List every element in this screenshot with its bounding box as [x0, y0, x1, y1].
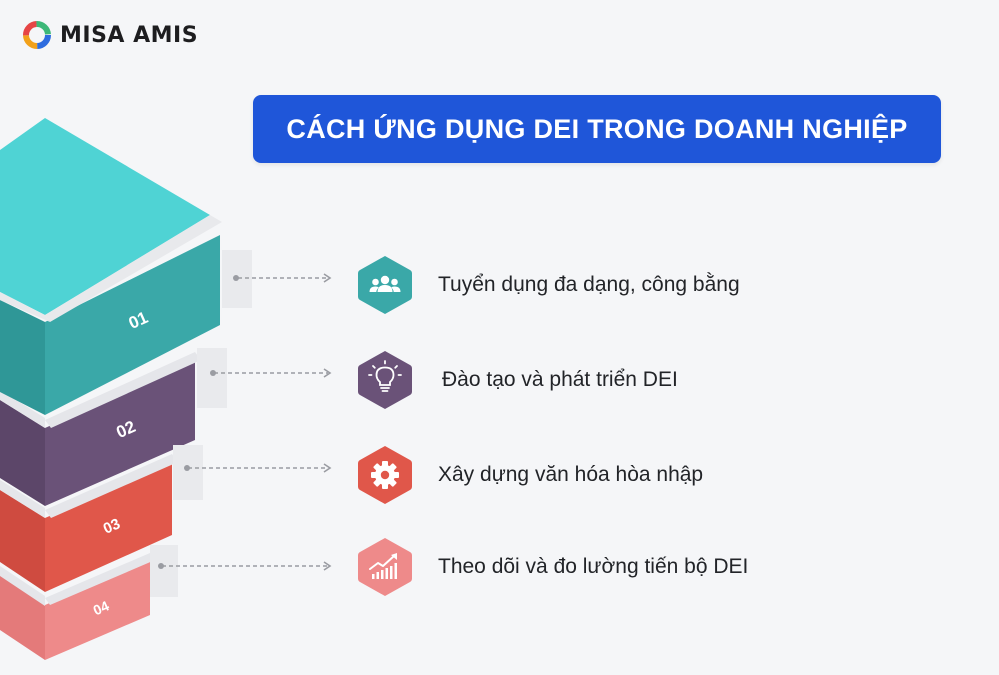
step-item-1: Tuyển dụng đa dạng, công bằng	[356, 254, 740, 316]
layer-1-top-rim	[45, 215, 222, 322]
connector-dot-2	[210, 370, 216, 376]
hex-badge-4	[356, 536, 414, 598]
layer-4-left-face	[0, 575, 45, 660]
layer-number-3: 03	[101, 515, 123, 537]
step-label-1: Tuyển dụng đa dạng, công bằng	[438, 273, 740, 296]
layer-2-top-edge	[45, 352, 201, 428]
step-item-4: Theo dõi và đo lường tiến bộ DEI	[356, 536, 748, 598]
connectors	[162, 277, 328, 567]
connector-arrow-4	[323, 561, 332, 571]
connector-panel-3	[173, 445, 203, 500]
connector-dot-4	[158, 563, 164, 569]
layer-1-front-face	[45, 235, 220, 415]
gear-icon	[371, 461, 399, 489]
layer-3-top-edge	[45, 454, 178, 518]
layer-4-divider-left	[0, 566, 45, 606]
layer-1-top-face	[0, 118, 210, 315]
step-label-2: Đào tạo và phát triển DEI	[442, 368, 678, 391]
layer-1-left-rim	[0, 292, 50, 322]
connector-arrow-2	[323, 368, 332, 378]
layer-2-divider-left	[0, 390, 45, 428]
stack-layers	[0, 118, 222, 660]
connector-panel-2	[197, 348, 227, 408]
connector-panel-4	[150, 545, 178, 597]
people-group-icon	[369, 275, 401, 292]
page-title: CÁCH ỨNG DỤNG DEI TRONG DOANH NGHIỆP	[286, 113, 908, 144]
layer-3-front-face	[45, 462, 172, 592]
step-item-3: Xây dựng văn hóa hòa nhập	[356, 444, 703, 506]
layer-2-left-face	[0, 400, 45, 506]
layer-4-top-edge	[45, 553, 155, 605]
layer-3-divider-left	[0, 480, 45, 518]
hex-badge-2	[356, 349, 414, 411]
hex-badge-1	[356, 254, 414, 316]
connector-arrows	[323, 273, 332, 571]
hex-badge-3	[356, 444, 414, 506]
brand-logo: MISA AMIS	[22, 20, 198, 50]
layer-4-front-face	[45, 560, 150, 660]
step-label-4: Theo dõi và đo lường tiến bộ DEI	[438, 555, 749, 578]
lightbulb-icon	[368, 360, 402, 392]
layer-number-4: 04	[91, 597, 112, 618]
layer-3-left-face	[0, 490, 45, 592]
step-item-2: Đào tạo và phát triển DEI	[356, 349, 678, 411]
growth-chart-icon	[369, 553, 397, 579]
step-label-3: Xây dựng văn hóa hòa nhập	[438, 463, 704, 486]
connector-arrow-3	[323, 463, 332, 473]
brand-name: MISA AMIS	[60, 22, 199, 48]
misa-amis-logo-icon	[23, 21, 51, 49]
connector-dot-3	[184, 465, 190, 471]
layer-2-front-face	[45, 360, 195, 506]
layer-1-left-face	[0, 300, 45, 415]
connector-dot-1	[233, 275, 239, 281]
connector-dots	[158, 275, 239, 569]
connector-arrow-1	[323, 273, 332, 283]
title-banner: CÁCH ỨNG DỤNG DEI TRONG DOANH NGHIỆP	[253, 95, 941, 163]
connector-panels	[150, 250, 252, 597]
